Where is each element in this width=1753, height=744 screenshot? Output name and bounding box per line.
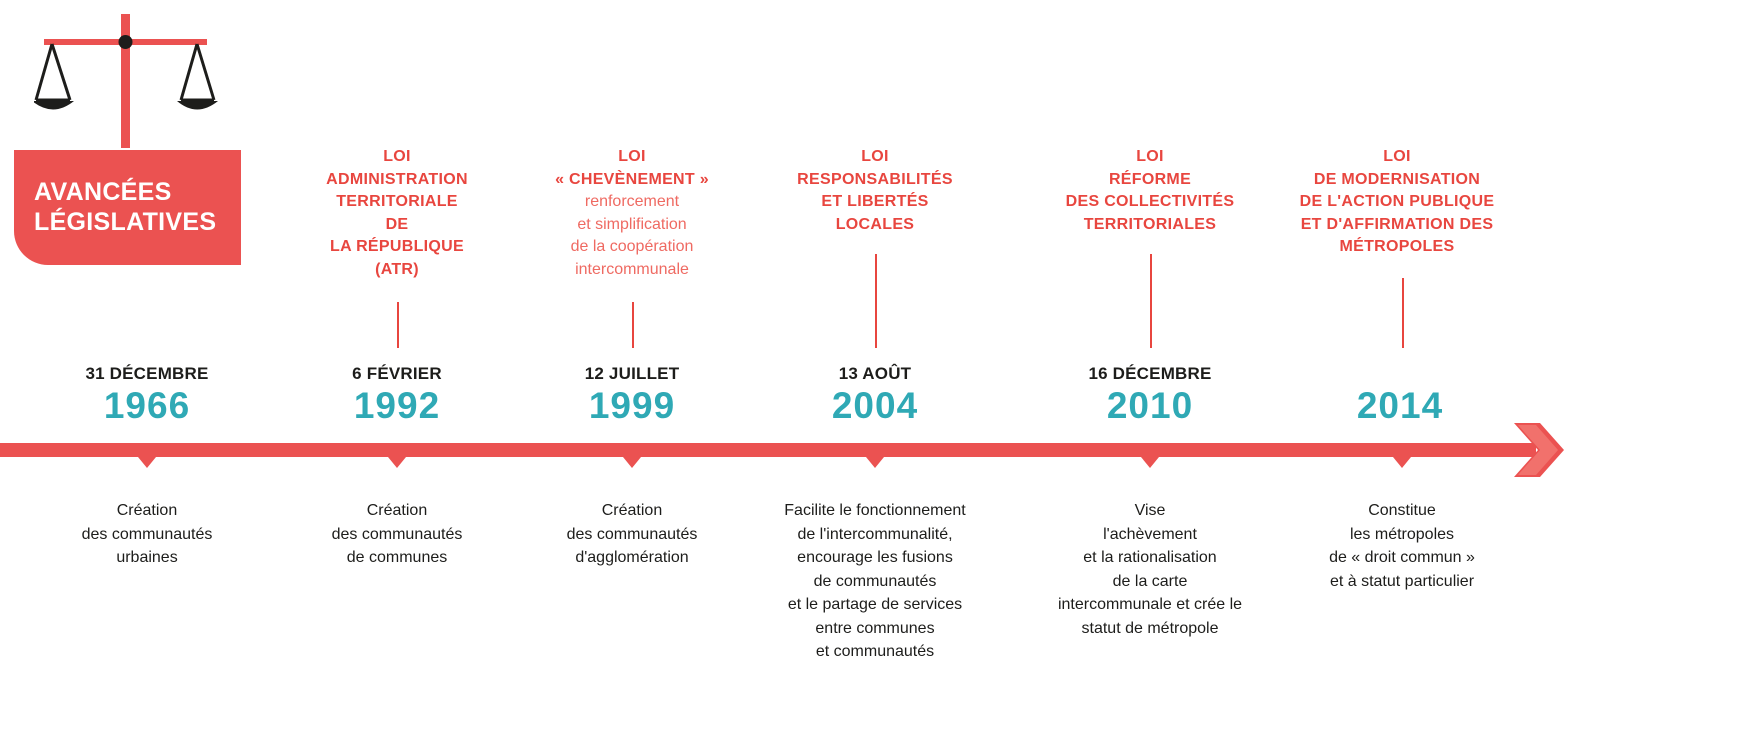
law-title-line: ADMINISTRATION bbox=[326, 170, 468, 188]
date-label: 16 DÉCEMBRE bbox=[1088, 364, 1212, 383]
description-1992: Création des communautés de communes bbox=[267, 499, 527, 570]
description-line: et communautés bbox=[815, 643, 935, 660]
year-label: 1992 bbox=[353, 385, 441, 426]
law-title-line: TERRITORIALE bbox=[336, 193, 458, 210]
description-line: et à statut particulier bbox=[1329, 572, 1475, 590]
law-title-line: DE L'ACTION PUBLIQUE bbox=[1299, 193, 1495, 210]
connector-line-1999 bbox=[632, 302, 634, 348]
description-line: Facilite le fonctionnement bbox=[784, 502, 966, 519]
law-desc-line: renforcement bbox=[584, 193, 680, 210]
law-title-line: ET LIBERTÉS bbox=[821, 193, 929, 210]
header-title-line2: LÉGISLATIVES bbox=[34, 208, 217, 236]
description-line: Constitue bbox=[1368, 502, 1436, 519]
timeline-tick bbox=[388, 457, 406, 468]
year-label: 2010 bbox=[1106, 385, 1194, 426]
header-title: AVANCÉES LÉGISLATIVES bbox=[34, 177, 239, 237]
description-line: Vise bbox=[1134, 502, 1166, 519]
description-2010: Vise l'achèvement et la rationalisation … bbox=[1020, 499, 1280, 640]
description-2004: Facilite le fonctionnement de l'intercom… bbox=[745, 499, 1005, 664]
connector-line-1992 bbox=[397, 302, 399, 348]
timeline-tick bbox=[138, 457, 156, 468]
description-line: Création bbox=[366, 502, 428, 519]
description-line: entre communes bbox=[815, 619, 935, 637]
law-title-line: TERRITORIALES bbox=[1083, 215, 1217, 233]
header-badge bbox=[14, 150, 241, 265]
description-line: urbaines bbox=[116, 549, 178, 566]
date-label: 12 JUILLET bbox=[584, 364, 680, 383]
header-title-line1: AVANCÉES bbox=[34, 178, 172, 206]
law-title-line: RESPONSABILITÉS bbox=[797, 170, 953, 188]
timeline-tick bbox=[1141, 457, 1159, 468]
description-line: des communautés bbox=[331, 525, 463, 543]
description-line: intercommunale et crée le bbox=[1057, 596, 1243, 613]
connector-line-2014 bbox=[1402, 278, 1404, 348]
law-title-line: LOI bbox=[1136, 148, 1164, 165]
year-label: 2014 bbox=[1356, 385, 1444, 426]
year-label: 1966 bbox=[103, 385, 191, 426]
description-2014: Constitue les métropoles de « droit comm… bbox=[1272, 499, 1532, 593]
description-line: des communautés bbox=[566, 525, 698, 543]
description-1999: Création des communautés d'agglomération bbox=[502, 499, 762, 570]
connector-line-2004 bbox=[875, 254, 877, 348]
law-title-line: ET D'AFFIRMATION DES bbox=[1300, 215, 1494, 233]
date-label: 13 AOÛT bbox=[838, 364, 912, 383]
description-line: et la rationalisation bbox=[1083, 549, 1217, 566]
description-line: les métropoles bbox=[1349, 525, 1455, 543]
description-line: de l'intercommunalité, bbox=[797, 525, 953, 543]
year-label: 2004 bbox=[831, 385, 919, 426]
law-title-line: DE bbox=[385, 215, 409, 233]
law-title-line: DES COLLECTIVITÉS bbox=[1065, 193, 1235, 210]
law-title-line: « CHEVÈNEMENT » bbox=[555, 170, 709, 188]
description-line: encourage les fusions bbox=[797, 549, 953, 566]
timeline-tick bbox=[1393, 457, 1411, 468]
law-title-line: LOI bbox=[383, 148, 411, 165]
law-desc-line: de la coopération bbox=[570, 238, 694, 255]
law-title-1999: LOI « CHEVÈNEMENT » renforcement et simp… bbox=[507, 146, 757, 281]
law-title-line: LOCALES bbox=[835, 215, 915, 233]
law-title-2004: LOI RESPONSABILITÉS ET LIBERTÉS LOCALES bbox=[750, 146, 1000, 236]
law-desc-line: intercommunale bbox=[575, 260, 689, 278]
description-line: des communautés bbox=[81, 525, 213, 543]
date-label: 6 FÉVRIER bbox=[352, 364, 442, 383]
connector-line-2010 bbox=[1150, 254, 1152, 348]
law-title-1992: LOI ADMINISTRATION TERRITORIALE DE LA RÉ… bbox=[272, 146, 522, 281]
timeline-tick bbox=[866, 457, 884, 468]
description-line: de communautés bbox=[813, 572, 937, 590]
law-title-line: LA RÉPUBLIQUE bbox=[330, 238, 464, 255]
description-line: d'agglomération bbox=[575, 549, 689, 566]
law-title-line: LOI bbox=[861, 148, 889, 165]
law-title-line: RÉFORME bbox=[1108, 170, 1192, 188]
law-desc-line: et simplification bbox=[577, 215, 687, 233]
law-title-2014: LOI DE MODERNISATION DE L'ACTION PUBLIQU… bbox=[1272, 146, 1522, 259]
description-1966: Création des communautés urbaines bbox=[17, 499, 277, 570]
law-title-line: (ATR) bbox=[375, 260, 419, 278]
description-line: de « droit commun » bbox=[1329, 549, 1475, 566]
description-line: de communes bbox=[346, 549, 448, 566]
date-label: 31 DÉCEMBRE bbox=[85, 364, 209, 383]
arrow-head-icon bbox=[1514, 423, 1564, 477]
timeline-tick bbox=[623, 457, 641, 468]
description-line: et le partage de services bbox=[787, 596, 963, 613]
description-line: l'achèvement bbox=[1103, 525, 1197, 543]
law-title-line: MÉTROPOLES bbox=[1339, 238, 1455, 255]
scales-of-justice-icon bbox=[34, 14, 218, 148]
year-label: 1999 bbox=[588, 385, 676, 426]
law-title-line: LOI bbox=[618, 148, 646, 165]
law-title-2010: LOI RÉFORME DES COLLECTIVITÉS TERRITORIA… bbox=[1025, 146, 1275, 236]
description-line: statut de métropole bbox=[1081, 619, 1219, 637]
law-title-line: DE MODERNISATION bbox=[1313, 170, 1481, 188]
description-line: Création bbox=[601, 502, 663, 519]
description-line: de la carte bbox=[1112, 572, 1188, 590]
law-title-line: LOI bbox=[1383, 148, 1411, 165]
timeline-bar bbox=[0, 443, 1536, 457]
description-line: Création bbox=[116, 502, 178, 519]
